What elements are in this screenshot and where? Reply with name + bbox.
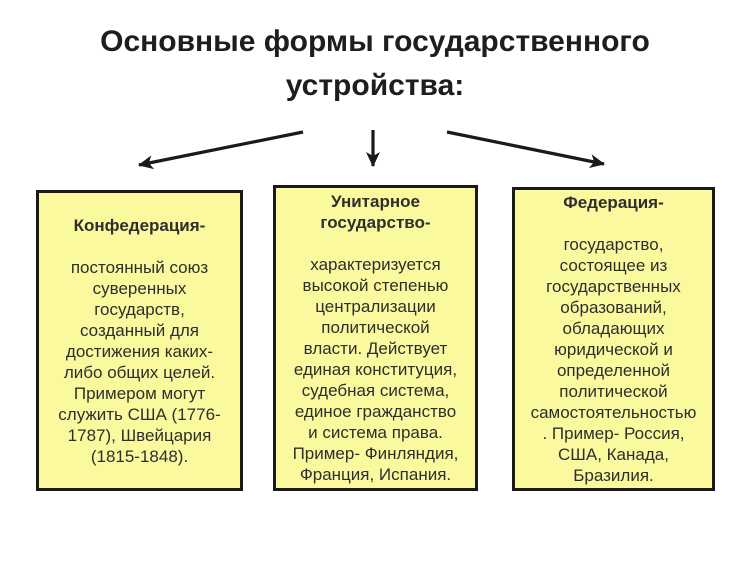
arrow-to-federation-icon bbox=[446, 130, 605, 169]
diagram-title: Основные формы государственного устройст… bbox=[100, 25, 650, 102]
unitary-state-heading: Унитарное государство- bbox=[320, 192, 431, 232]
federation-heading: Федерация- bbox=[563, 193, 664, 212]
confederation-box: Конфедерация- постоянный союз суверенных… bbox=[36, 190, 243, 491]
arrow-to-confederation-icon bbox=[138, 130, 304, 170]
unitary-state-body: характеризуется высокой степенью централ… bbox=[292, 255, 459, 484]
federation-body: государство, состоящее из государственны… bbox=[530, 235, 697, 485]
federation-box: Федерация- государство, состоящее из гос… bbox=[512, 187, 715, 491]
confederation-body: постоянный союз суверенных государств, с… bbox=[58, 257, 221, 466]
confederation-heading: Конфедерация- bbox=[73, 215, 206, 235]
unitary-state-box: Унитарное государство- характеризуется в… bbox=[273, 185, 478, 491]
